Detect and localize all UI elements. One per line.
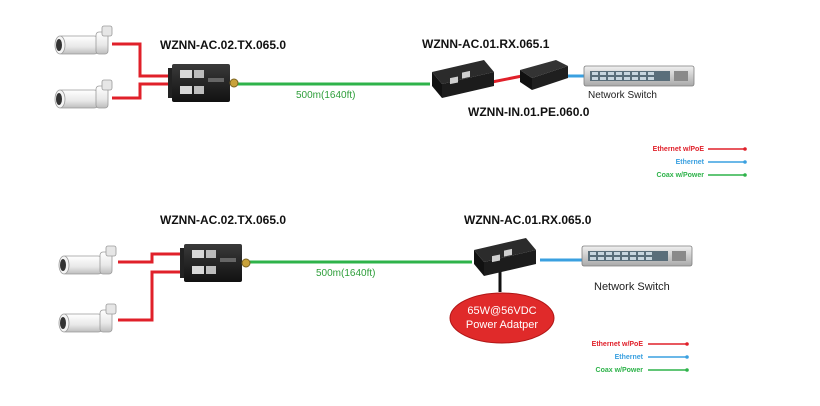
diagram-top: WZNN-AC.02.TX.065.0 WZNN-AC.01.RX.065.1 … [54, 25, 747, 179]
transmitter-icon [167, 63, 239, 103]
legend-bottom: Ethernet w/PoE Ethernet Coax w/Power [592, 341, 689, 374]
diagram-bottom: WZNN-AC.02.TX.065.0 WZNN-AC.01.RX.065.0 … [58, 213, 693, 374]
camera-icon [54, 25, 113, 55]
rx-label: WZNN-AC.01.RX.065.0 [464, 213, 592, 227]
legend-top: Ethernet w/PoE Ethernet Coax w/Power [653, 146, 747, 179]
poe-cable-top-2 [112, 82, 172, 100]
camera-icon [54, 79, 113, 109]
network-switch-icon [581, 245, 693, 267]
legend-coax-label: Coax w/Power [596, 367, 644, 374]
legend-poe-label: Ethernet w/PoE [592, 341, 644, 348]
switch-label: Network Switch [588, 90, 657, 101]
legend-ethernet-label: Ethernet [615, 354, 644, 361]
camera-icon [58, 303, 117, 333]
legend-poe-label: Ethernet w/PoE [653, 146, 705, 153]
poe-injector-icon [520, 60, 568, 90]
receiver-icon [432, 60, 494, 98]
tx-label: WZNN-AC.02.TX.065.0 [160, 38, 286, 52]
legend-ethernet-label: Ethernet [676, 159, 705, 166]
switch-label: Network Switch [594, 281, 670, 293]
distance-label: 500m(1640ft) [296, 90, 355, 101]
camera-icon [58, 245, 117, 275]
legend-coax-label: Coax w/Power [657, 172, 705, 179]
adapter-line-2: Power Adatper [466, 319, 538, 331]
rx-label: WZNN-AC.01.RX.065.1 [422, 37, 550, 51]
poe-cable-top-1 [112, 42, 172, 78]
tx-label: WZNN-AC.02.TX.065.0 [160, 213, 286, 227]
receiver-icon [474, 238, 536, 276]
transmitter-icon [179, 243, 251, 283]
injector-label: WZNN-IN.01.PE.060.0 [468, 105, 590, 119]
poe-cable-top-rx [491, 74, 523, 84]
distance-label: 500m(1640ft) [316, 268, 375, 279]
network-switch-icon [583, 65, 695, 87]
adapter-line-1: 65W@56VDC [467, 305, 536, 317]
power-adapter-badge: 65W@56VDC Power Adatper [449, 292, 555, 344]
poe-cable-bottom-1 [118, 252, 180, 264]
poe-cable-bottom-2 [118, 270, 180, 322]
